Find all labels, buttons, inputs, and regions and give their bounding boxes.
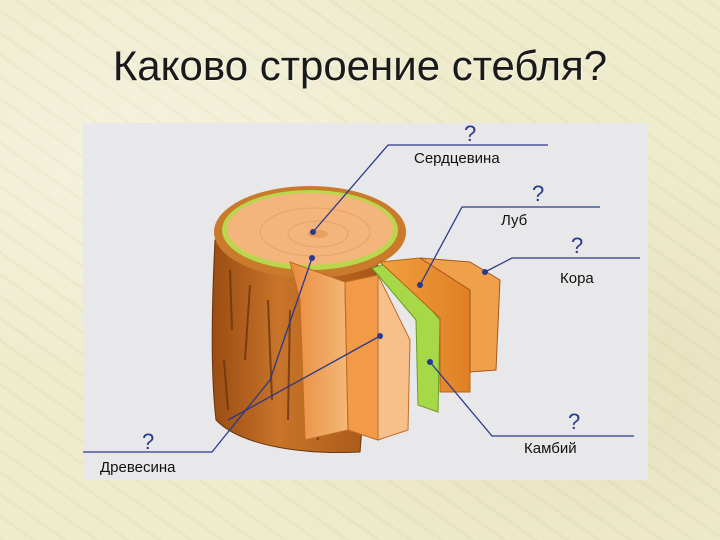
question-mark-phloem: ?	[532, 181, 544, 207]
label-wood: Древесина	[100, 459, 176, 476]
label-pith: Сердцевина	[414, 150, 500, 167]
label-cambium: Камбий	[524, 440, 577, 457]
question-mark-wood: ?	[142, 429, 154, 455]
question-mark-bark: ?	[571, 233, 583, 259]
question-mark-pith: ?	[464, 121, 476, 147]
label-phloem: Луб	[501, 212, 527, 229]
question-mark-cambium: ?	[568, 409, 580, 435]
label-bark: Кора	[560, 270, 594, 287]
